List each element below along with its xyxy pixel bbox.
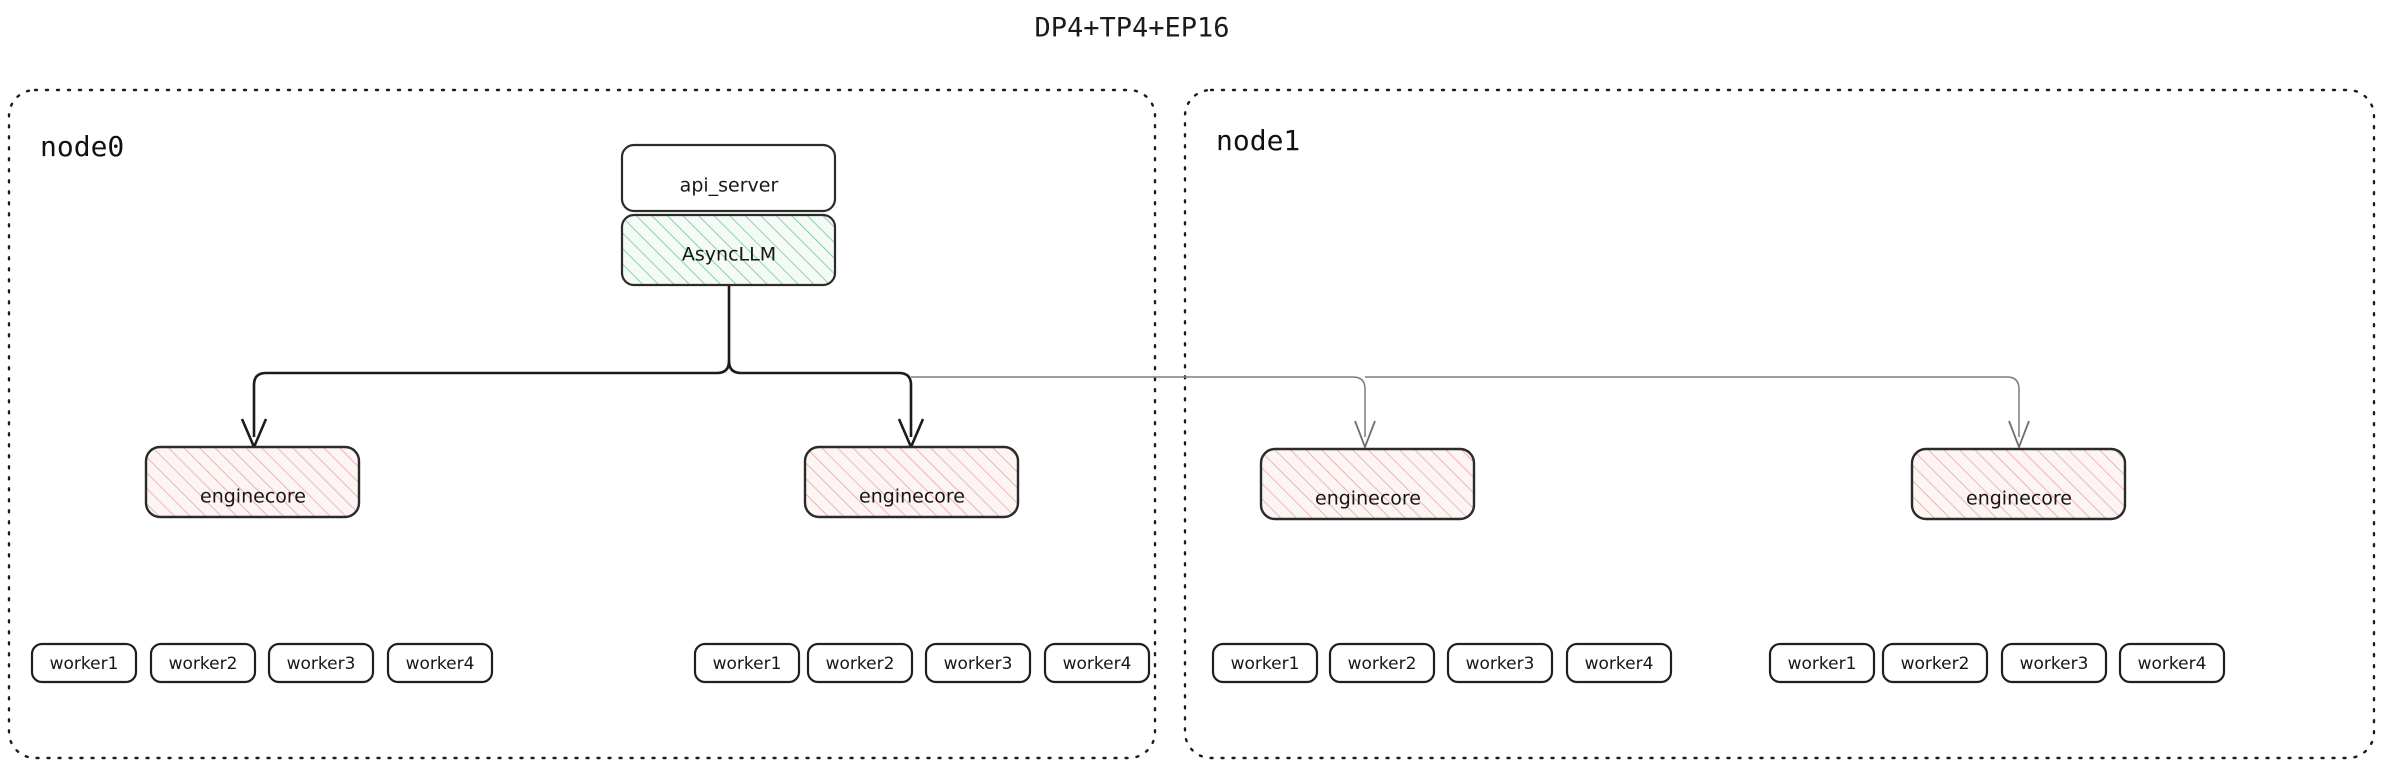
- page-title: DP4+TP4+EP16: [1034, 13, 1229, 44]
- worker-label-node0-ec1-2: worker2: [826, 654, 895, 674]
- arrowhead-node1-ec0: [1354, 420, 1376, 450]
- edge-to-node1-ec0: [911, 376, 1366, 437]
- worker-label-node0-ec0-4: worker4: [406, 654, 475, 674]
- worker-box-node0-ec1-3[interactable]: [924, 642, 1032, 684]
- worker-label-node1-ec1-3: worker3: [2020, 654, 2089, 674]
- worker-box-node1-ec0-2[interactable]: [1328, 642, 1436, 684]
- worker-label-node1-ec0-1: worker1: [1231, 654, 1300, 674]
- worker-label-node1-ec0-4: worker4: [1585, 654, 1654, 674]
- edge-to-node0-ec1: [741, 371, 913, 437]
- node-container-node0: [7, 88, 1157, 760]
- worker-label-node0-ec1-3: worker3: [944, 654, 1013, 674]
- node-label-node1: node1: [1216, 124, 1300, 157]
- worker-box-node0-ec0-3[interactable]: [267, 642, 375, 684]
- box-enginecore-node0-0[interactable]: [144, 445, 361, 519]
- box-label-enginecore-node1-1: enginecore: [1966, 488, 2072, 510]
- edge-asyncllm-stem: [727, 285, 742, 375]
- worker-label-node0-ec0-3: worker3: [287, 654, 356, 674]
- worker-group-node0-ec0: worker1 worker2 worker3 worker4: [30, 642, 494, 684]
- box-label-api-server: api_server: [680, 175, 779, 197]
- worker-label-node0-ec1-1: worker1: [713, 654, 782, 674]
- node-label-node0: node0: [40, 130, 124, 163]
- worker-box-node1-ec0-4[interactable]: [1565, 642, 1673, 684]
- worker-box-node0-ec1-4[interactable]: [1043, 642, 1151, 684]
- worker-label-node0-ec0-1: worker1: [50, 654, 119, 674]
- worker-box-node1-ec0-1[interactable]: [1211, 642, 1319, 684]
- worker-label-node1-ec1-1: worker1: [1788, 654, 1857, 674]
- worker-box-node1-ec1-3[interactable]: [2000, 642, 2108, 684]
- edge-to-node1-ec1: [1365, 376, 2020, 437]
- box-enginecore-node1-0[interactable]: [1259, 447, 1476, 521]
- edge-to-node0-ec0: [252, 371, 717, 437]
- worker-label-node1-ec0-2: worker2: [1348, 654, 1417, 674]
- worker-label-node1-ec1-4: worker4: [2138, 654, 2207, 674]
- box-label-enginecore-node0-0: enginecore: [200, 486, 306, 508]
- worker-label-node0-ec1-4: worker4: [1063, 654, 1132, 674]
- worker-group-node1-ec1: worker1 worker2 worker3 worker4: [1768, 642, 2226, 684]
- box-label-async-llm: AsyncLLM: [682, 244, 776, 266]
- worker-box-node0-ec0-1[interactable]: [30, 642, 138, 684]
- worker-group-node1-ec0: worker1 worker2 worker3 worker4: [1211, 642, 1673, 684]
- box-enginecore-node1-1[interactable]: [1910, 447, 2127, 521]
- box-enginecore-node0-1[interactable]: [803, 445, 1020, 519]
- arrowhead-node1-ec1: [2008, 420, 2030, 450]
- worker-box-node0-ec0-2[interactable]: [149, 642, 257, 684]
- box-label-enginecore-node0-1: enginecore: [859, 486, 965, 508]
- worker-box-node1-ec1-4[interactable]: [2118, 642, 2226, 684]
- worker-label-node1-ec1-2: worker2: [1901, 654, 1970, 674]
- box-async-llm[interactable]: [620, 213, 837, 287]
- worker-label-node0-ec0-2: worker2: [169, 654, 238, 674]
- worker-box-node1-ec0-3[interactable]: [1446, 642, 1554, 684]
- worker-group-node0-ec1: worker1 worker2 worker3 worker4: [693, 642, 1151, 684]
- box-label-enginecore-node1-0: enginecore: [1315, 488, 1421, 510]
- worker-label-node1-ec0-3: worker3: [1466, 654, 1535, 674]
- worker-box-node0-ec1-2[interactable]: [806, 642, 914, 684]
- worker-box-node0-ec1-1[interactable]: [693, 642, 801, 684]
- worker-box-node1-ec1-1[interactable]: [1768, 642, 1876, 684]
- node-container-node1: [1183, 88, 2376, 760]
- worker-box-node1-ec1-2[interactable]: [1881, 642, 1989, 684]
- edge-asyncllm-stem-left: [716, 360, 731, 375]
- box-api-server[interactable]: [620, 143, 837, 213]
- worker-box-node0-ec0-4[interactable]: [386, 642, 494, 684]
